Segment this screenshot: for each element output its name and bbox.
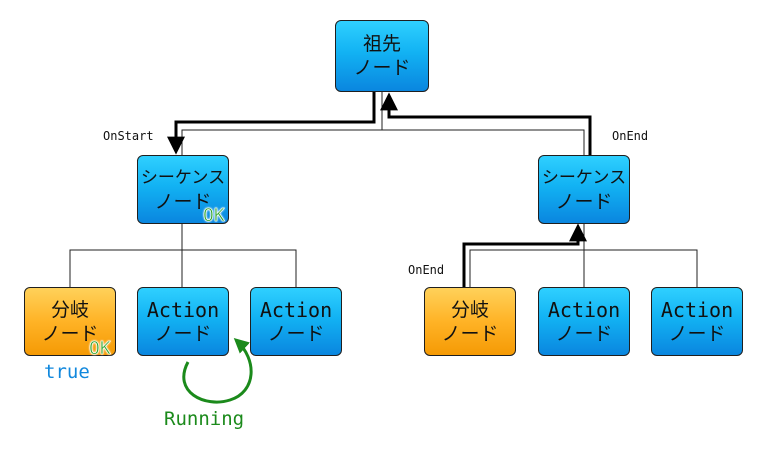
node-label-line2: ノード [41,322,99,345]
node-label-line1: 祖先 [362,33,401,55]
node-label-line2: ノード [668,322,726,345]
sequence-node-right: シーケンス ノード [538,155,630,224]
node-label-line2: ノード [555,322,613,345]
onstart-label: OnStart [103,129,154,143]
onend-root-arrow [380,92,592,155]
running-loop-arrow [182,337,253,404]
node-label-line1: 分岐 [450,298,489,321]
node-label-line2: ノード [441,322,499,345]
ok-branch-label: OK [89,338,111,360]
node-label-line1: シーケンス [140,167,226,188]
onend-branch-arrow [462,223,587,287]
node-label-line1: Action [146,297,220,322]
node-label-line2: ノード [154,322,212,345]
node-label-line1: 分岐 [50,298,89,321]
node-label-line2: ノード [267,322,325,345]
node-label-line1: Action [547,297,621,322]
node-label-line2: ノード [353,57,411,79]
edge-right-sequence-to-children [469,224,698,287]
ok-sequence-label: OK [203,205,225,227]
edge-root-to-right-sequence [382,129,585,155]
edge-left-sequence-to-children [69,224,297,287]
node-label-line2: ノード [555,190,613,213]
true-value-label: true [44,361,90,383]
onend-root-label: OnEnd [612,129,649,143]
action-node-right-2: Action ノード [651,287,743,356]
action-node-left-1: Action ノード [137,287,229,356]
node-label-line1: Action [259,297,333,322]
running-label: Running [164,408,245,430]
onstart-arrow [167,92,376,155]
node-label-line2: ノード [154,190,212,213]
sequence-node-left: シーケンス ノード [137,155,229,224]
node-label-line1: シーケンス [541,167,627,188]
node-label-line1: Action [660,297,734,322]
branch-node-right: 分岐 ノード [424,287,516,356]
flow-arrows [167,92,592,287]
action-node-right-1: Action ノード [538,287,630,356]
ancestor-node: 祖先 ノード [335,20,429,92]
branch-node-left: 分岐 ノード [24,287,116,356]
onend-branch-label: OnEnd [408,263,445,277]
action-node-left-2: Action ノード [250,287,342,356]
